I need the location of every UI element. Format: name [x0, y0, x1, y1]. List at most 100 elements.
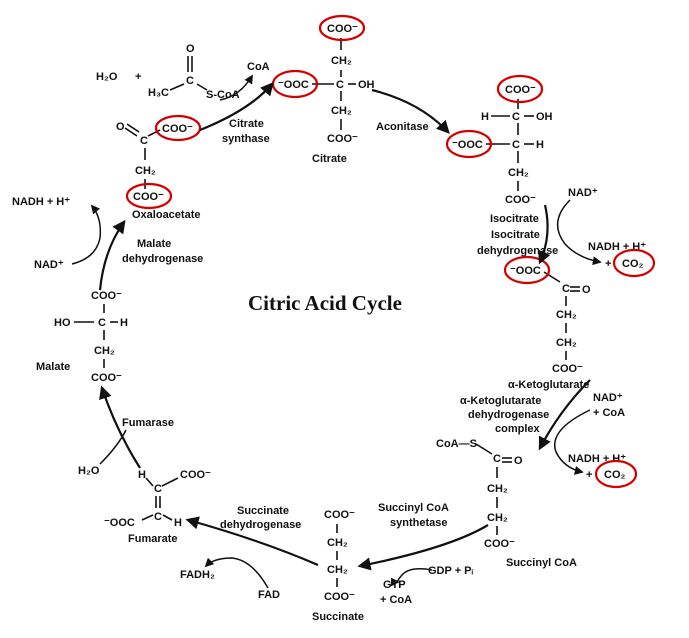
akg-ooc: ⁻OOC	[510, 265, 541, 277]
alpha-ketoglutarate-molecule: ⁻OOC C O CH₂ CH₂ COO⁻	[503, 255, 591, 375]
fumarate-h-top: H	[138, 469, 146, 481]
diagram-title: Citric Acid Cycle	[248, 291, 402, 315]
arrow-malate-dh	[98, 219, 126, 291]
plus-co2-isocitrate: +	[605, 258, 611, 270]
arrow-aconitase	[371, 88, 450, 134]
sdh-line2: dehydrogenase	[220, 519, 301, 531]
gtp: GTP	[383, 579, 406, 591]
coa-succinyl: + CoA	[380, 594, 412, 606]
h2o-reactant: H₂O	[96, 71, 118, 83]
acetyl-coa-molecule: H₂O + O C H₃C S-CoA CoA	[96, 43, 270, 101]
akg-dh-line2: dehydrogenase	[468, 409, 549, 421]
plus-co2-akg: +	[586, 469, 592, 481]
malate-label: Malate	[36, 361, 70, 373]
arrow-gdp-gtp	[390, 568, 433, 587]
akg-dh-line1: α-Ketoglutarate	[460, 395, 541, 407]
isocitrate-c1: C	[512, 111, 520, 123]
sdh-line1: Succinate	[237, 505, 289, 517]
nad-akg: NAD⁺	[593, 392, 623, 404]
malate-c: C	[98, 317, 106, 329]
isocitrate-h: H	[481, 111, 489, 123]
akg-dh-line3: complex	[495, 423, 541, 435]
isocitrate-coo-bottom: COO⁻	[505, 194, 536, 206]
fumarate-c1: C	[154, 483, 162, 495]
gdp-pi: GDP + Pᵢ	[428, 565, 474, 577]
citrate-c: C	[336, 79, 344, 91]
arrow-nad-malate	[71, 204, 102, 265]
acetyl-o: O	[186, 43, 195, 55]
succinate-molecule: COO⁻ CH₂ CH₂ COO⁻	[324, 509, 355, 603]
mdh-line2: dehydrogenase	[122, 253, 203, 265]
isocitrate-label: Isocitrate	[490, 213, 539, 225]
acetyl-scoa: S-CoA	[206, 89, 240, 101]
nad-isocitrate: NAD⁺	[568, 187, 598, 199]
scs-line1: Succinyl CoA	[378, 502, 449, 514]
oaa-coo-bottom: COO⁻	[133, 191, 164, 203]
arrow-citrate-synthase	[199, 81, 274, 132]
citrate-ch2-bottom: CH₂	[331, 105, 352, 117]
citrate-oh: OH	[358, 79, 375, 91]
arrow-succinate-dh	[185, 516, 319, 567]
oaa-coo-top: COO⁻	[162, 123, 193, 135]
fumarate-molecule: H C COO⁻ C ⁻OOC H	[104, 469, 211, 529]
isocitrate-molecule: COO⁻ H C OH ⁻OOC C H CH₂ COO⁻	[445, 74, 553, 206]
arrow-fumarase	[99, 385, 141, 469]
succinate-ch2-2: CH₂	[327, 564, 348, 576]
isocitrate-ch2: CH₂	[508, 167, 529, 179]
isocitrate-highlight-coo	[496, 74, 544, 104]
oaa-o: O	[116, 121, 125, 133]
citrate-coo-bottom: COO⁻	[327, 133, 358, 145]
akg-ch2-1: CH₂	[556, 309, 577, 321]
oaa-highlight-coo-top	[154, 114, 202, 142]
arrow-nad-isocitrate	[556, 199, 602, 266]
acetyl-c: C	[186, 75, 194, 87]
citrate-ooc: ⁻OOC	[278, 79, 309, 91]
malate-h: H	[120, 317, 128, 329]
isocitrate-highlight-ooc	[445, 129, 493, 159]
akg-ch2-2: CH₂	[556, 337, 577, 349]
fad: FAD	[258, 589, 280, 601]
fumarate-coo: COO⁻	[180, 469, 211, 481]
succinate-coo-top: COO⁻	[324, 509, 355, 521]
isocitrate-c2: C	[512, 139, 520, 151]
arrow-nad-akg	[554, 409, 591, 475]
fumarate-c2: C	[154, 511, 162, 523]
succinyl-o: O	[514, 455, 523, 467]
arrow-fad-fadh2	[204, 557, 269, 589]
isocitrate-oh: OH	[536, 111, 553, 123]
oxaloacetate-label: Oxaloacetate	[132, 209, 200, 221]
coa-akg: + CoA	[593, 407, 625, 419]
akg-o: O	[582, 284, 591, 296]
plus-sign: +	[135, 71, 141, 83]
arrow-isocitrate-dh	[538, 204, 551, 265]
fumarase-label: Fumarase	[122, 417, 174, 429]
arrow-akg-dh	[538, 379, 591, 451]
arrow-coa-release	[219, 74, 253, 101]
arrow-succinyl-coa-synthetase	[357, 524, 489, 571]
malate-ho: HO	[54, 317, 71, 329]
isocitrate-dh-line2: dehydrogenase	[477, 245, 558, 257]
citrate-synthase-line2: synthase	[222, 133, 270, 145]
fumarate-label: Fumarate	[128, 533, 178, 545]
akg-highlight-ooc	[503, 255, 551, 285]
succinyl-coa-molecule: CoA—S C O CH₂ CH₂ COO⁻	[436, 438, 523, 550]
mdh-line1: Malate	[137, 238, 171, 250]
nadh-malate: NADH + H⁺	[12, 196, 70, 208]
h2o-fumarase: H₂O	[78, 465, 100, 477]
citrate-label: Citrate	[312, 153, 347, 165]
aconitase-label: Aconitase	[376, 121, 429, 133]
oaa-ch2: CH₂	[135, 165, 156, 177]
isocitrate-coo-top: COO⁻	[505, 84, 536, 96]
scs-line2: synthetase	[390, 517, 447, 529]
isocitrate-h2: H	[536, 139, 544, 151]
co2-akg-highlight	[594, 459, 638, 489]
succinyl-c: C	[493, 453, 501, 465]
akg-label: α-Ketoglutarate	[508, 379, 589, 391]
malate-molecule: COO⁻ HO C H CH₂ COO⁻	[54, 290, 128, 384]
succinate-ch2-1: CH₂	[327, 537, 348, 549]
isocitrate-dh-line1: Isocitrate	[491, 229, 540, 241]
succinate-coo-bottom: COO⁻	[324, 591, 355, 603]
oxaloacetate-molecule: O C COO⁻ CH₂ COO⁻	[116, 114, 202, 210]
coa-product: CoA	[247, 61, 270, 73]
